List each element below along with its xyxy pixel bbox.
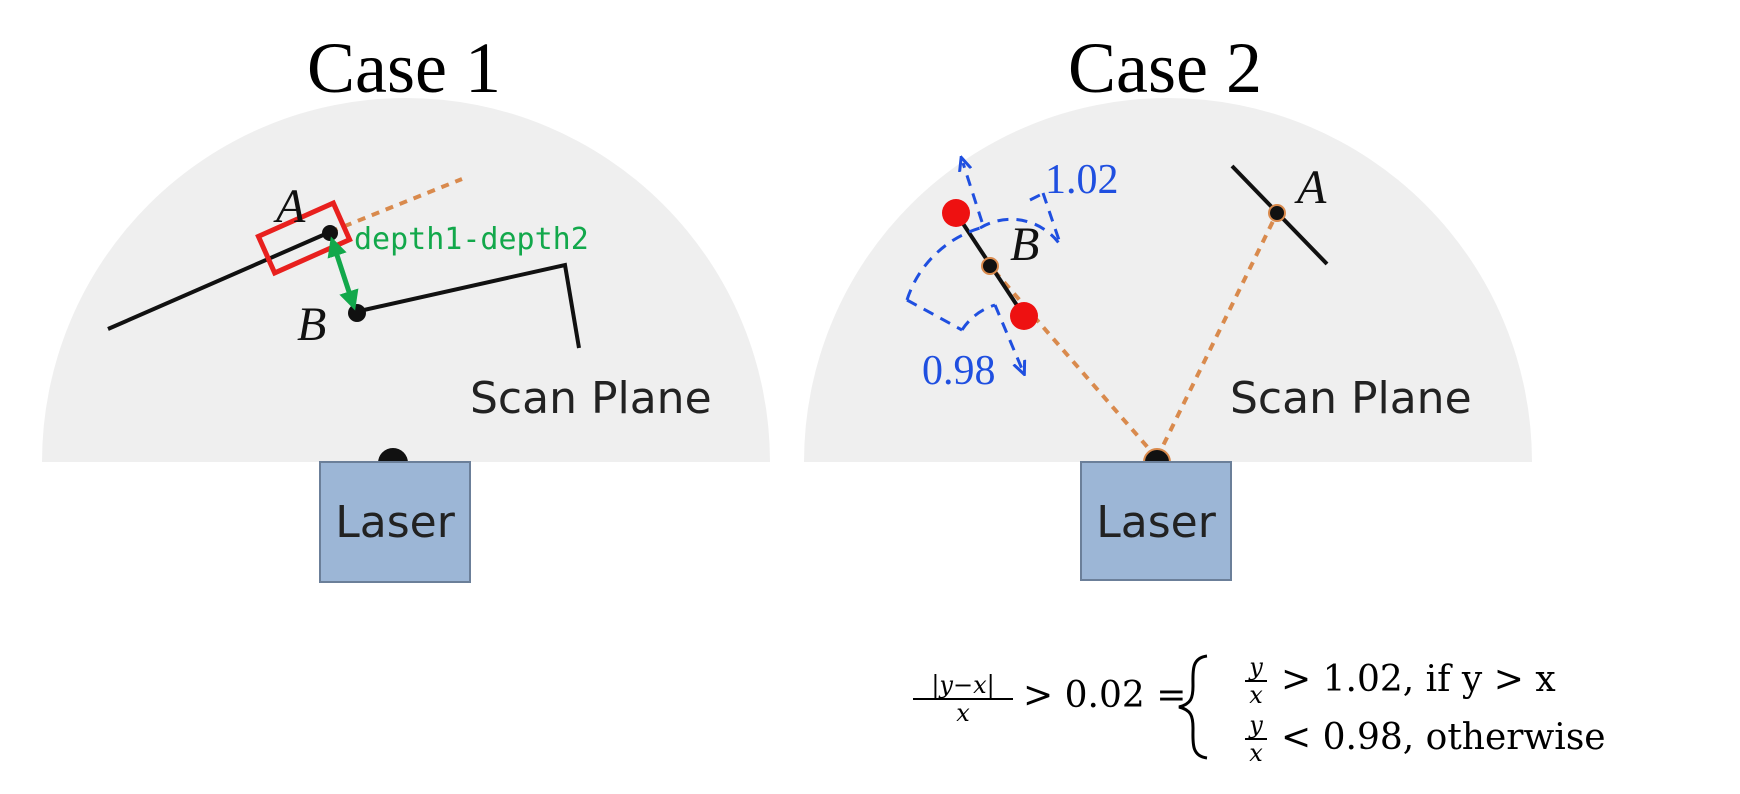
laser-label: Laser [335,497,455,548]
case-1-numerator: y [1249,653,1263,681]
laser-label: Laser [1096,497,1216,548]
scan-plane-label: Scan Plane [470,373,712,424]
surface-line-b [354,262,581,349]
case-1-condition: > 1.02, if y > x [1281,659,1556,700]
point-b-dot [981,257,999,275]
point-a-label: A [1294,161,1327,214]
laser-box [1080,461,1232,581]
ray-to-a [1155,212,1279,459]
lhs-fraction: |y−x| x [913,672,1013,726]
case-1-denominator: x [1249,681,1263,709]
depth-arrow [327,236,359,311]
left-brace [1178,654,1208,760]
point-b-label: B [1010,218,1039,271]
endpoint-upper-dot [942,199,970,227]
point-a-label: A [273,180,306,233]
highlight-box [255,199,353,277]
point-a-dot [322,225,338,241]
upper-ratio-label: 1.02 [1045,157,1119,203]
case-2-denominator: x [1249,739,1263,767]
relation-text: > 0.02 = [1023,675,1187,716]
ray-to-b [988,264,1159,460]
scan-plane-label: Scan Plane [1230,373,1472,424]
laser-box [319,461,471,583]
point-a-dot [1268,204,1286,222]
case-2-panel: A B 1.02 0.98 Scan Plane Laser [804,98,1532,581]
case-2-title: Case 2 [1068,28,1262,108]
ratio-markers [905,163,1063,369]
scan-plane-area [804,98,1532,462]
case-2-condition: < 0.98, otherwise [1281,717,1606,758]
case-2-numerator: y [1249,711,1263,739]
point-b-label: B [297,298,326,351]
case-1-panel: A B depth1-depth2 Scan Plane Laser [42,98,770,583]
case-1-fraction: y x [1245,654,1267,708]
depth-difference-label: depth1-depth2 [354,222,589,257]
lhs-numerator: |y−x| [931,671,995,699]
surface-line-a [107,230,331,331]
case-1-title: Case 1 [307,28,501,108]
case-2-fraction: y x [1245,712,1267,766]
scan-plane-area [42,98,770,462]
lhs-denominator: x [956,699,970,727]
endpoint-lower-dot [1010,302,1038,330]
threshold-formula: |y−x| x > 0.02 = y x > 1.02, if y > x y … [905,650,1735,794]
point-b-dot [348,304,366,322]
lower-ratio-label: 0.98 [922,348,996,394]
